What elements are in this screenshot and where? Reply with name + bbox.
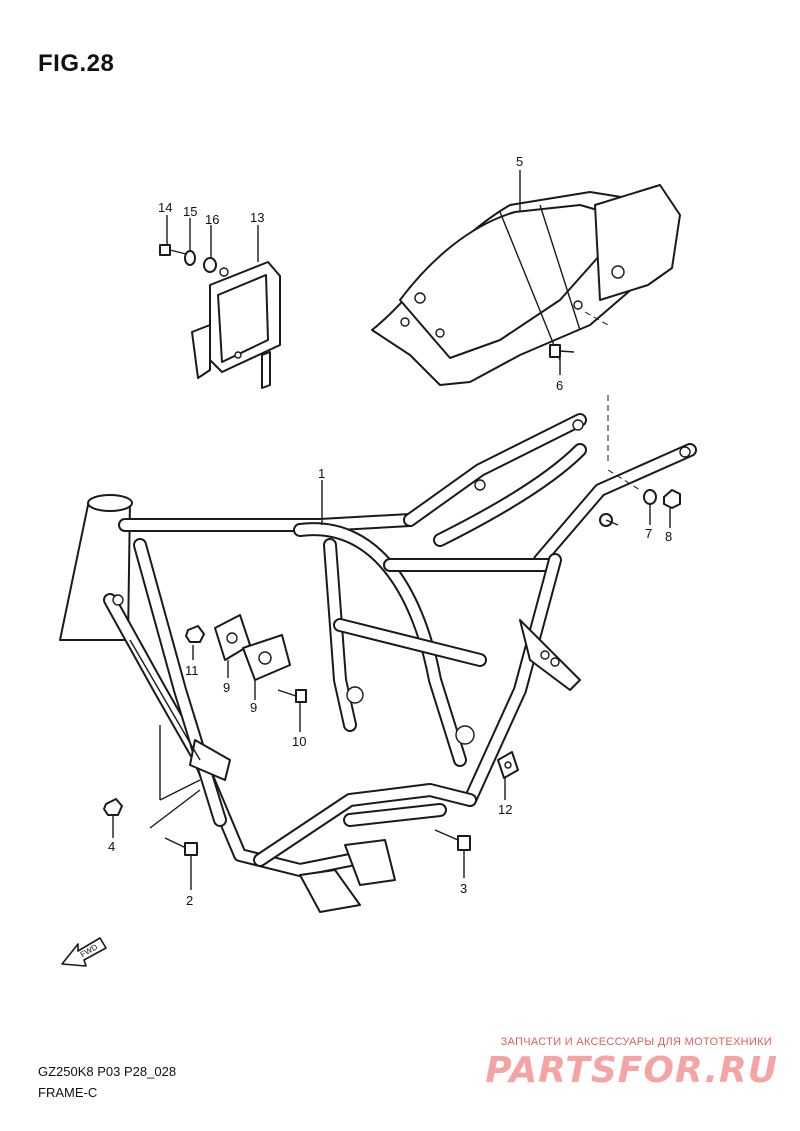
callout-labels: 1 2 3 4 5 6 7 8 9 9 10 11 12 13 14 15 16 (108, 154, 672, 908)
forward-arrow-icon: FWD (61, 937, 107, 967)
part-16-collar (203, 257, 217, 273)
part-1-main-frame (59, 413, 697, 913)
callout-12: 12 (498, 802, 512, 817)
callout-15: 15 (183, 204, 197, 219)
part-7-collar (643, 489, 657, 505)
part-12-clamp (497, 751, 519, 779)
callout-7: 7 (645, 526, 652, 541)
part-9-plate-lower (242, 634, 291, 681)
callout-9a: 9 (223, 680, 230, 695)
callout-8: 8 (665, 529, 672, 544)
callout-6: 6 (556, 378, 563, 393)
part-11-nut (185, 625, 205, 643)
figure-title: FIG.28 (38, 50, 115, 77)
part-15-washer (184, 250, 196, 266)
part-14-bolt (159, 244, 187, 256)
callout-5: 5 (516, 154, 523, 169)
model-code: GZ250K8 P03 P28_028 (38, 1064, 177, 1079)
part-4-nut (103, 798, 123, 816)
part-8-nut (663, 489, 681, 509)
callout-14: 14 (158, 200, 172, 215)
part-5-rear-fender (371, 184, 681, 386)
part-13-bracket (191, 261, 281, 389)
watermark-caption: ЗАПЧАСТИ И АКСЕССУАРЫ ДЛЯ МОТОТЕХНИКИ (500, 1036, 772, 1048)
callout-13: 13 (250, 210, 264, 225)
callout-3: 3 (460, 881, 467, 896)
forward-direction-indicator: FWD (60, 934, 110, 975)
callout-4: 4 (108, 839, 115, 854)
figure-caption: FRAME-C (38, 1085, 98, 1100)
rear-pin (599, 513, 619, 527)
callout-9b: 9 (250, 700, 257, 715)
part-10-bolt (277, 689, 307, 703)
callout-2: 2 (186, 893, 193, 908)
part-6-bolt (549, 344, 575, 358)
leader-lines (112, 170, 671, 890)
watermark-brand: PARTSFOR.RU (485, 1050, 778, 1091)
callout-10: 10 (292, 734, 306, 749)
part-3-bolt (434, 829, 471, 851)
callout-1: 1 (318, 466, 325, 481)
callout-11: 11 (185, 663, 199, 678)
part-2-bolt (164, 837, 198, 856)
callout-16: 16 (205, 212, 219, 227)
